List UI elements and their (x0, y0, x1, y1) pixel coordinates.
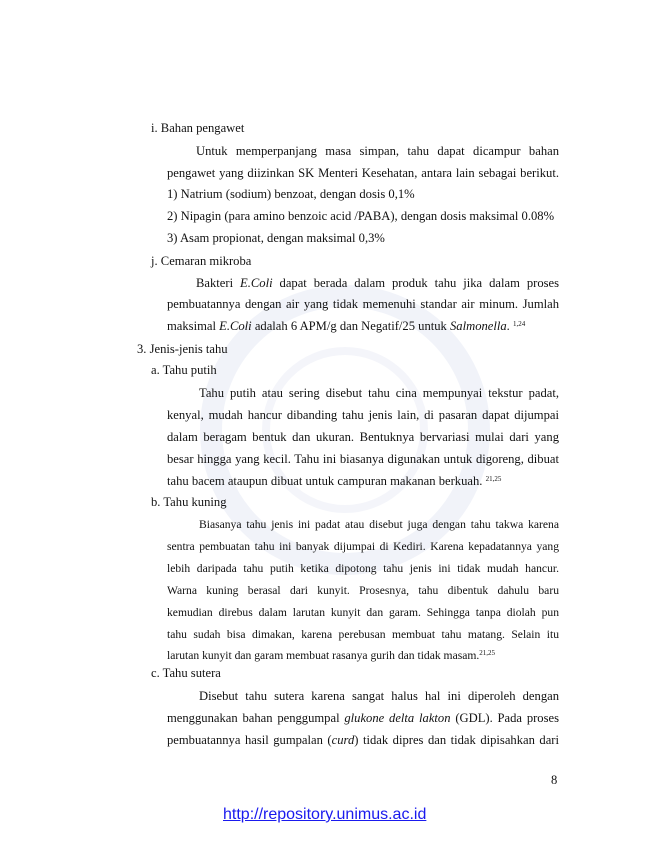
repository-link[interactable]: http://repository.unimus.ac.id (223, 806, 427, 823)
list-item: 1) Natrium (sodium) benzoat, dengan dosi… (167, 187, 415, 201)
paragraph-line: Disebut tahu sutera karena sangat halus … (199, 689, 559, 703)
heading-3: 3. Jenis-jenis tahu (137, 342, 228, 356)
paragraph-line: Untuk memperpanjang masa simpan, tahu da… (196, 144, 559, 158)
paragraph-line: larutan kunyit dan garam membuat rasanya… (167, 649, 496, 662)
paragraph-line: Biasanya tahu jenis ini padat atau diseb… (199, 518, 559, 531)
citation: 1,24 (512, 320, 526, 328)
paragraph-line: pembuatannya hasil gumpalan (curd) tidak… (167, 733, 559, 747)
list-item: 3) Asam propionat, dengan maksimal 0,3% (167, 231, 385, 245)
heading-i: i. Bahan pengawet (151, 121, 245, 135)
paragraph-line: tahu bacem ataupun dibuat untuk campuran… (167, 474, 502, 488)
paragraph-line: besar hingga yang kecil. Tahu ini biasan… (167, 452, 559, 466)
citation: 21,25 (485, 475, 502, 483)
paragraph-line: Warna kuning berasal dari kunyit. Proses… (167, 584, 559, 597)
heading-c: c. Tahu sutera (151, 666, 221, 680)
paragraph-line: kemudian direbus dalam larutan kunyit da… (167, 606, 559, 619)
paragraph-line: Tahu putih atau sering disebut tahu cina… (199, 386, 559, 400)
paragraph-line: pengawet yang diizinkan SK Menteri Keseh… (167, 166, 559, 180)
paragraph-line: pembuatannya dengan air yang tidak memen… (167, 297, 559, 311)
paragraph-line: Bakteri E.Coli dapat berada dalam produk… (196, 276, 560, 290)
paragraph-line: maksimal E.Coli adalah 6 APM/g dan Negat… (167, 319, 526, 333)
heading-j: j. Cemaran mikroba (151, 254, 252, 268)
page-number: 8 (551, 773, 558, 787)
paragraph-line: tahu sudah bisa dimakan, karena perebusa… (167, 628, 559, 641)
paragraph-line: kenyal, mudah hancur dibanding tahu jeni… (167, 408, 559, 422)
heading-a: a. Tahu putih (151, 363, 217, 377)
citation: 21,25 (479, 649, 496, 657)
paragraph-line: lebih daripada tahu putih ketika dipoton… (167, 562, 559, 575)
paragraph-line: dalam beragam bentuk dan ukuran. Bentukn… (167, 430, 559, 444)
paragraph-line: sentra pembuatan tahu ini banyak dijumpa… (167, 540, 559, 553)
heading-b: b. Tahu kuning (151, 495, 227, 509)
list-item: 2) Nipagin (para amino benzoic acid /PAB… (167, 209, 555, 223)
paragraph-line: menggunakan bahan penggumpal glukone del… (167, 711, 559, 725)
